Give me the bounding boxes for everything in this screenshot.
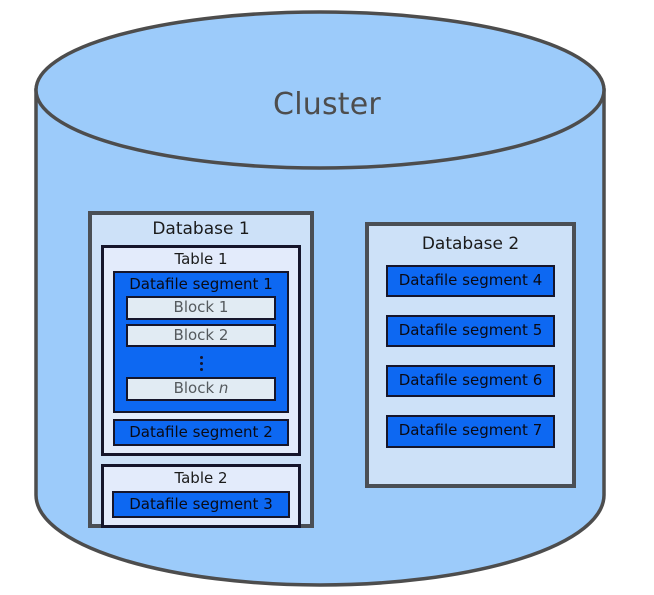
- datafile-segment-4[interactable]: Datafile segment 4: [386, 264, 555, 297]
- datafile-segment-6-label: Datafile segment 6: [398, 371, 543, 390]
- table-1-panel[interactable]: Table 1 Datafile segment 1 Block 1 Block…: [101, 244, 301, 457]
- datafile-segment-4-label: Datafile segment 4: [398, 270, 543, 289]
- block-n-index: n: [218, 379, 229, 398]
- datafile-segment-3[interactable]: Datafile segment 3: [112, 490, 290, 518]
- datafile-segment-7[interactable]: Datafile segment 7: [386, 415, 555, 448]
- datafile-segment-6[interactable]: Datafile segment 6: [386, 365, 555, 398]
- database-2-panel[interactable]: Database 2 Datafile segment 4 Datafile s…: [365, 222, 576, 488]
- datafile-segment-1[interactable]: Datafile segment 1 Block 1 Block 2 Block…: [113, 271, 289, 413]
- vertical-ellipsis-icon: [115, 351, 287, 372]
- table-1-title: Table 1: [174, 249, 228, 268]
- datafile-segment-5-label: Datafile segment 5: [398, 320, 543, 339]
- datafile-segment-2[interactable]: Datafile segment 2: [113, 418, 289, 447]
- table-2-title: Table 2: [174, 469, 228, 488]
- datafile-segment-1-label: Datafile segment 1: [129, 275, 273, 294]
- block-n[interactable]: Block n: [126, 377, 276, 401]
- block-2[interactable]: Block 2: [126, 323, 276, 348]
- datafile-segment-2-label: Datafile segment 2: [129, 422, 273, 441]
- datafile-segment-3-label: Datafile segment 3: [129, 494, 273, 513]
- datafile-segment-7-label: Datafile segment 7: [398, 421, 543, 440]
- cluster-title: Cluster: [273, 87, 381, 122]
- database-1-title: Database 1: [152, 219, 250, 239]
- cylinder-top-ellipse: [34, 10, 606, 170]
- database-2-title: Database 2: [421, 234, 520, 254]
- block-n-prefix: Block: [173, 379, 219, 398]
- database-1-panel[interactable]: Database 1 Table 1 Datafile segment 1 Bl…: [88, 211, 314, 528]
- table-2-panel[interactable]: Table 2 Datafile segment 3: [101, 464, 301, 528]
- datafile-segment-5[interactable]: Datafile segment 5: [386, 314, 555, 348]
- block-1[interactable]: Block 1: [126, 296, 276, 320]
